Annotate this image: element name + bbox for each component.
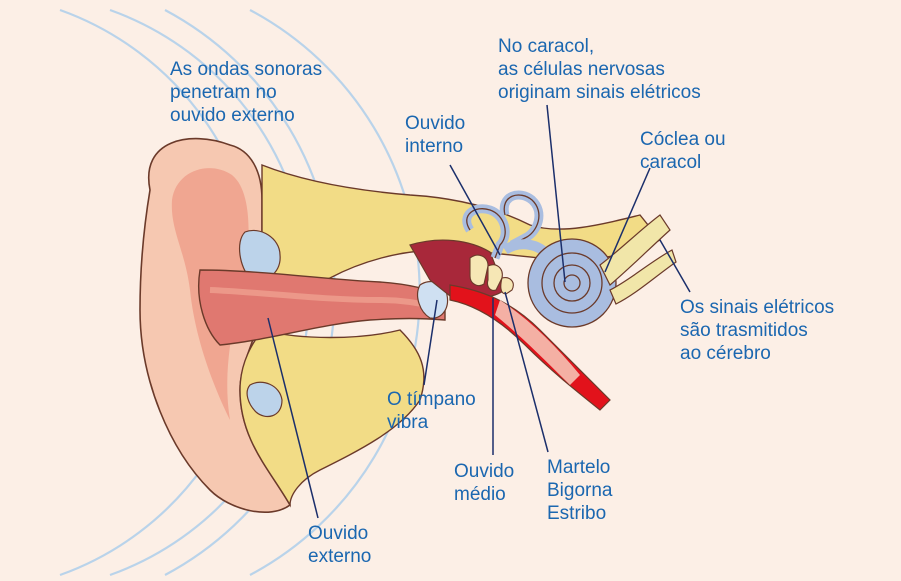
- label-line: Estribo: [547, 502, 613, 525]
- label-line: Cóclea ou: [640, 128, 726, 151]
- label-line: são trasmitidos: [680, 319, 834, 342]
- label-line: Ouvido: [405, 112, 465, 135]
- label-line: originam sinais elétricos: [498, 81, 701, 104]
- label-ondas-sonoras: As ondas sonoras penetram no ouvido exte…: [170, 58, 322, 127]
- label-line: caracol: [640, 151, 726, 174]
- leader-ossiculos: [505, 292, 548, 452]
- label-line: Os sinais elétricos: [680, 296, 834, 319]
- label-caracol-celulas: No caracol, as células nervosas originam…: [498, 35, 701, 104]
- label-ouvido-medio: Ouvido médio: [454, 460, 514, 506]
- ear-canal: [199, 270, 445, 345]
- label-coclea: Cóclea ou caracol: [640, 128, 726, 174]
- label-line: Bigorna: [547, 479, 613, 502]
- label-line: No caracol,: [498, 35, 701, 58]
- label-line: médio: [454, 483, 514, 506]
- label-line: vibra: [387, 411, 476, 434]
- label-ossiculos: Martelo Bigorna Estribo: [547, 456, 613, 525]
- label-line: externo: [308, 545, 371, 568]
- label-ouvido-externo: Ouvido externo: [308, 522, 371, 568]
- label-line: Martelo: [547, 456, 613, 479]
- label-line: ouvido externo: [170, 104, 322, 127]
- label-ouvido-interno: Ouvido interno: [405, 112, 465, 158]
- label-line: Ouvido: [308, 522, 371, 545]
- label-line: penetram no: [170, 81, 322, 104]
- label-line: as células nervosas: [498, 58, 701, 81]
- label-line: ao cérebro: [680, 342, 834, 365]
- label-sinais-eletricos: Os sinais elétricos são trasmitidos ao c…: [680, 296, 834, 365]
- label-line: interno: [405, 135, 465, 158]
- label-line: As ondas sonoras: [170, 58, 322, 81]
- label-line: O tímpano: [387, 388, 476, 411]
- label-line: Ouvido: [454, 460, 514, 483]
- label-timpano: O tímpano vibra: [387, 388, 476, 434]
